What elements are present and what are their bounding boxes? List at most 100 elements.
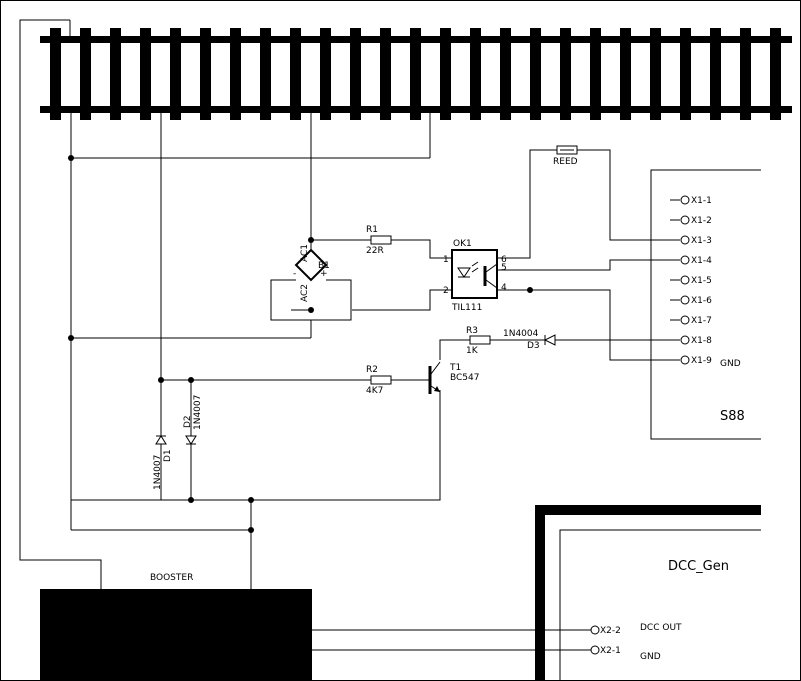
track-tie — [380, 28, 391, 120]
track-rail-bottom — [40, 106, 792, 113]
ok1-value: TIL111 — [451, 303, 482, 313]
s88-pin: X1-2 — [670, 215, 712, 226]
s88-pin-label: X1-5 — [691, 276, 712, 286]
s88-pin: X1-5 — [670, 275, 712, 286]
b1-plus: + — [320, 269, 328, 279]
r3-value: 1K — [466, 346, 479, 356]
s88-pin-label: X1-1 — [691, 196, 712, 206]
s88-pin-label: X1-8 — [691, 336, 712, 346]
track-tie — [440, 28, 451, 120]
s88-module: X1-1X1-2X1-3X1-4X1-5X1-6X1-7X1-8X1-9 GND… — [650, 169, 761, 440]
s88-pin: X1-1 — [670, 195, 712, 206]
r2-ref: R2 — [366, 365, 378, 375]
s88-pin-label: X1-3 — [691, 236, 712, 246]
s88-pin: X1-4 — [670, 255, 712, 266]
s88-pin: X1-8 — [670, 335, 712, 346]
s88-pin: X1-6 — [670, 295, 712, 306]
optocoupler-ok1: OK1 TIL111 1 2 6 5 4 — [443, 239, 507, 313]
track-tie — [560, 28, 571, 120]
booster-title: BOOSTER — [150, 573, 193, 583]
reed-switch: REED — [553, 145, 578, 167]
ok1-pin4: 4 — [501, 283, 507, 293]
t1-ref: T1 — [449, 363, 461, 373]
ok1-ref: OK1 — [453, 239, 472, 249]
track-tie — [80, 28, 91, 120]
d1-ref: D1 — [163, 449, 173, 462]
track-tie — [320, 28, 331, 120]
s88-pin-label: X1-9 — [691, 356, 712, 366]
track-tie — [410, 28, 421, 120]
t1-value: BC547 — [450, 373, 479, 383]
track-tie — [50, 28, 61, 120]
diode-d3: 1N4004 D3 — [503, 329, 556, 351]
b1-ref: B1 — [318, 261, 330, 271]
track-tie — [350, 28, 361, 120]
r2-value: 4K7 — [366, 386, 383, 396]
s88-title: S88 — [720, 409, 745, 424]
track-tie — [170, 28, 181, 120]
s88-pin: X1-3 — [670, 235, 712, 246]
diode-d2: D2 1N4007 — [183, 395, 203, 445]
s88-gnd-label: GND — [720, 359, 741, 369]
track-tie — [260, 28, 271, 120]
dcc-pin-x2-1-label: X2-1 — [600, 646, 621, 656]
track-tie — [530, 28, 541, 120]
track-tie — [590, 28, 601, 120]
b1-ac2: AC2 — [300, 284, 310, 302]
track — [40, 28, 792, 120]
b1-ac1: AC1 — [300, 244, 310, 262]
s88-pin-list: X1-1X1-2X1-3X1-4X1-5X1-6X1-7X1-8X1-9 — [670, 195, 712, 366]
track-tie — [200, 28, 211, 120]
dcc-pin-x2-2-label: X2-2 — [600, 626, 621, 636]
track-tie — [230, 28, 241, 120]
d2-value: 1N4007 — [193, 395, 203, 430]
b1-minus: - — [293, 269, 296, 279]
track-tie — [650, 28, 661, 120]
track-tie — [290, 28, 301, 120]
track-rail-top — [40, 36, 792, 43]
d3-ref: D3 — [527, 341, 540, 351]
dcc-pin-x2-2: X2-2 DCC OUT — [590, 623, 682, 636]
bridge-rectifier-b1: B1 + - AC1 AC2 — [293, 244, 330, 302]
track-tie — [740, 28, 751, 120]
s88-pin: X1-9 — [670, 355, 712, 366]
track-tie — [680, 28, 691, 120]
booster-module: BOOSTER — [40, 573, 312, 681]
dcc-gen-module: DCC_Gen X2-2 DCC OUT X2-1 GND — [535, 505, 761, 681]
r3-ref: R3 — [466, 326, 478, 336]
ok1-pin2: 2 — [443, 286, 449, 296]
reed-label: REED — [553, 157, 578, 167]
s88-pin-label: X1-7 — [691, 316, 712, 326]
track-tie — [110, 28, 121, 120]
ok1-pin6: 6 — [501, 255, 507, 265]
dcc-gen-title: DCC_Gen — [668, 559, 729, 574]
transistor-t1: T1 BC547 — [428, 361, 479, 394]
dcc-gnd-label: GND — [640, 652, 661, 662]
ok1-pin1: 1 — [443, 255, 449, 265]
track-ties — [50, 28, 781, 120]
r1-value: 22R — [366, 246, 384, 256]
s88-pin: X1-7 — [670, 315, 712, 326]
s88-pin-label: X1-6 — [691, 296, 712, 306]
ok1-pin5: 5 — [501, 263, 507, 273]
resistor-r2: R2 4K7 — [366, 365, 392, 396]
track-tie — [770, 28, 781, 120]
d2-ref: D2 — [183, 415, 193, 428]
track-tie — [140, 28, 151, 120]
track-tie — [500, 28, 511, 120]
dcc-out-label: DCC OUT — [640, 623, 682, 633]
junctions — [68, 155, 533, 533]
s88-pin-label: X1-4 — [691, 256, 712, 266]
track-tie — [470, 28, 481, 120]
r1-ref: R1 — [366, 225, 378, 235]
dcc-pin-x2-1: X2-1 GND — [590, 645, 661, 662]
resistor-r3: R3 1K — [466, 326, 491, 356]
track-tie — [620, 28, 631, 120]
d1-value: 1N4007 — [153, 455, 163, 490]
resistor-r1: R1 22R — [366, 225, 392, 256]
track-tie — [710, 28, 721, 120]
s88-pin-label: X1-2 — [691, 216, 712, 226]
d3-value: 1N4004 — [503, 329, 539, 339]
diode-d1: D1 1N4007 — [153, 435, 173, 490]
